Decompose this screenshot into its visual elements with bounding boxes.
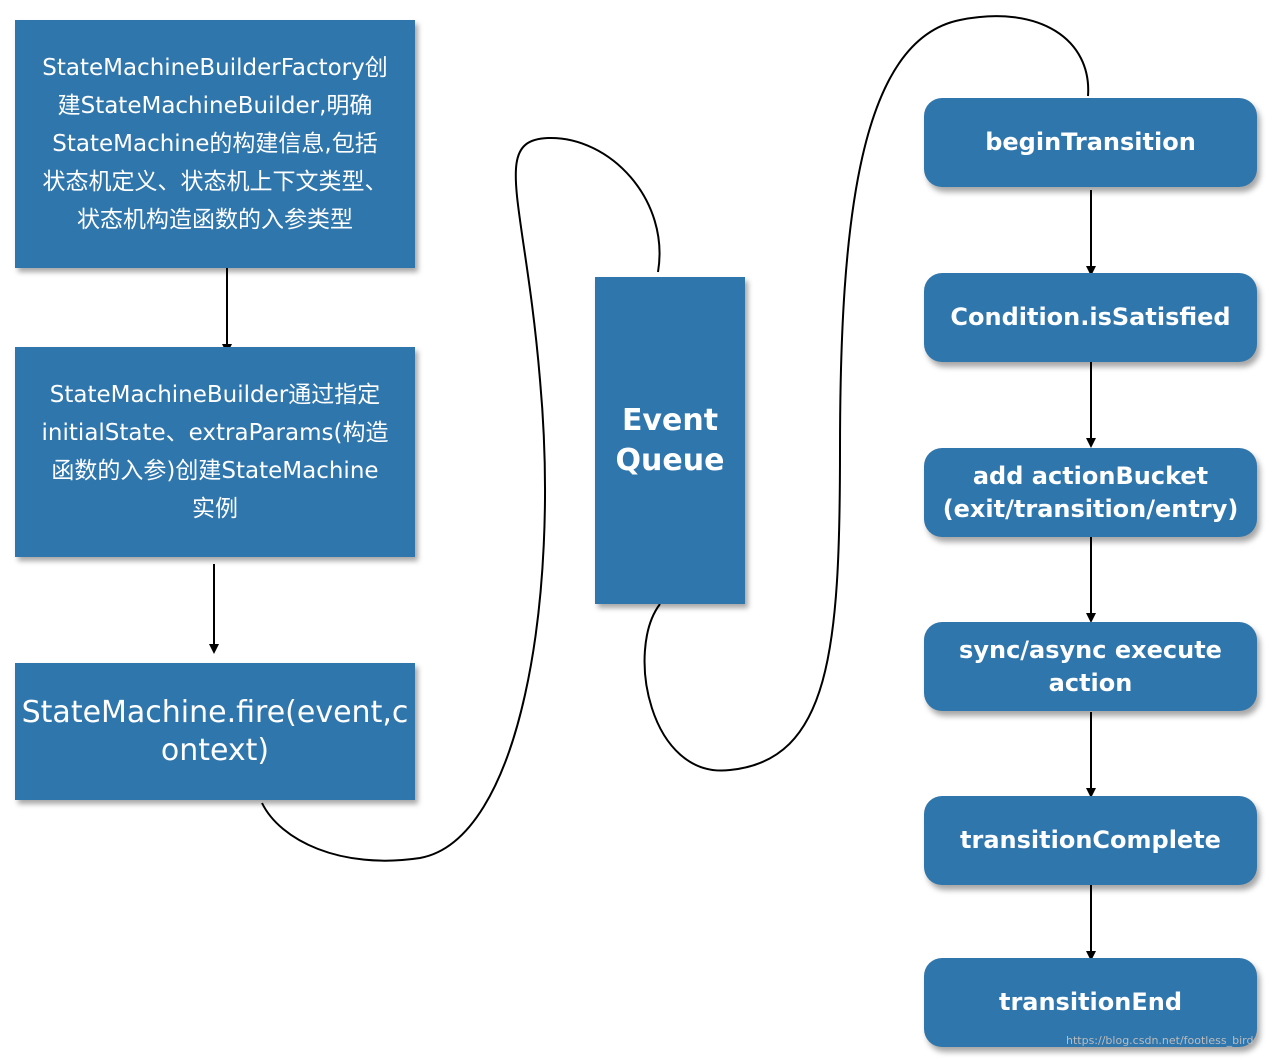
step-transition-end: transitionEnd — [924, 958, 1257, 1047]
watermark: https://blog.csdn.net/footless_bird — [1066, 1034, 1254, 1047]
builder-create-label: StateMachineBuilder通过指定 initialState、ext… — [41, 382, 389, 522]
step-execute-action: sync/async execute action — [924, 622, 1257, 711]
event-queue-box: Event Queue — [595, 277, 745, 604]
step-label: beginTransition — [985, 128, 1196, 156]
fire-event-label: StateMachine.fire(event,c ontext) — [21, 694, 409, 768]
step-add-action-bucket: add actionBucket (exit/transition/entry) — [924, 448, 1257, 537]
step-condition-satisfied: Condition.isSatisfied — [924, 273, 1257, 362]
curve-queue-to-transition — [643, 15, 1090, 772]
step-label: Condition.isSatisfied — [950, 303, 1231, 331]
step-begin-transition: beginTransition — [924, 98, 1257, 187]
builder-factory-box: StateMachineBuilderFactory创 建StateMachin… — [15, 20, 415, 268]
fire-event-box: StateMachine.fire(event,c ontext) — [15, 663, 415, 800]
step-label: transitionComplete — [960, 826, 1221, 854]
step-label: add actionBucket (exit/transition/entry) — [942, 461, 1239, 523]
step-transition-complete: transitionComplete — [924, 796, 1257, 885]
step-label: transitionEnd — [998, 988, 1183, 1016]
curve-fire-to-queue — [261, 136, 661, 862]
builder-factory-label: StateMachineBuilderFactory创 建StateMachin… — [42, 55, 388, 233]
event-queue-label: Event Queue — [615, 402, 725, 478]
builder-create-box: StateMachineBuilder通过指定 initialState、ext… — [15, 347, 415, 557]
step-label: sync/async execute action — [959, 635, 1222, 697]
